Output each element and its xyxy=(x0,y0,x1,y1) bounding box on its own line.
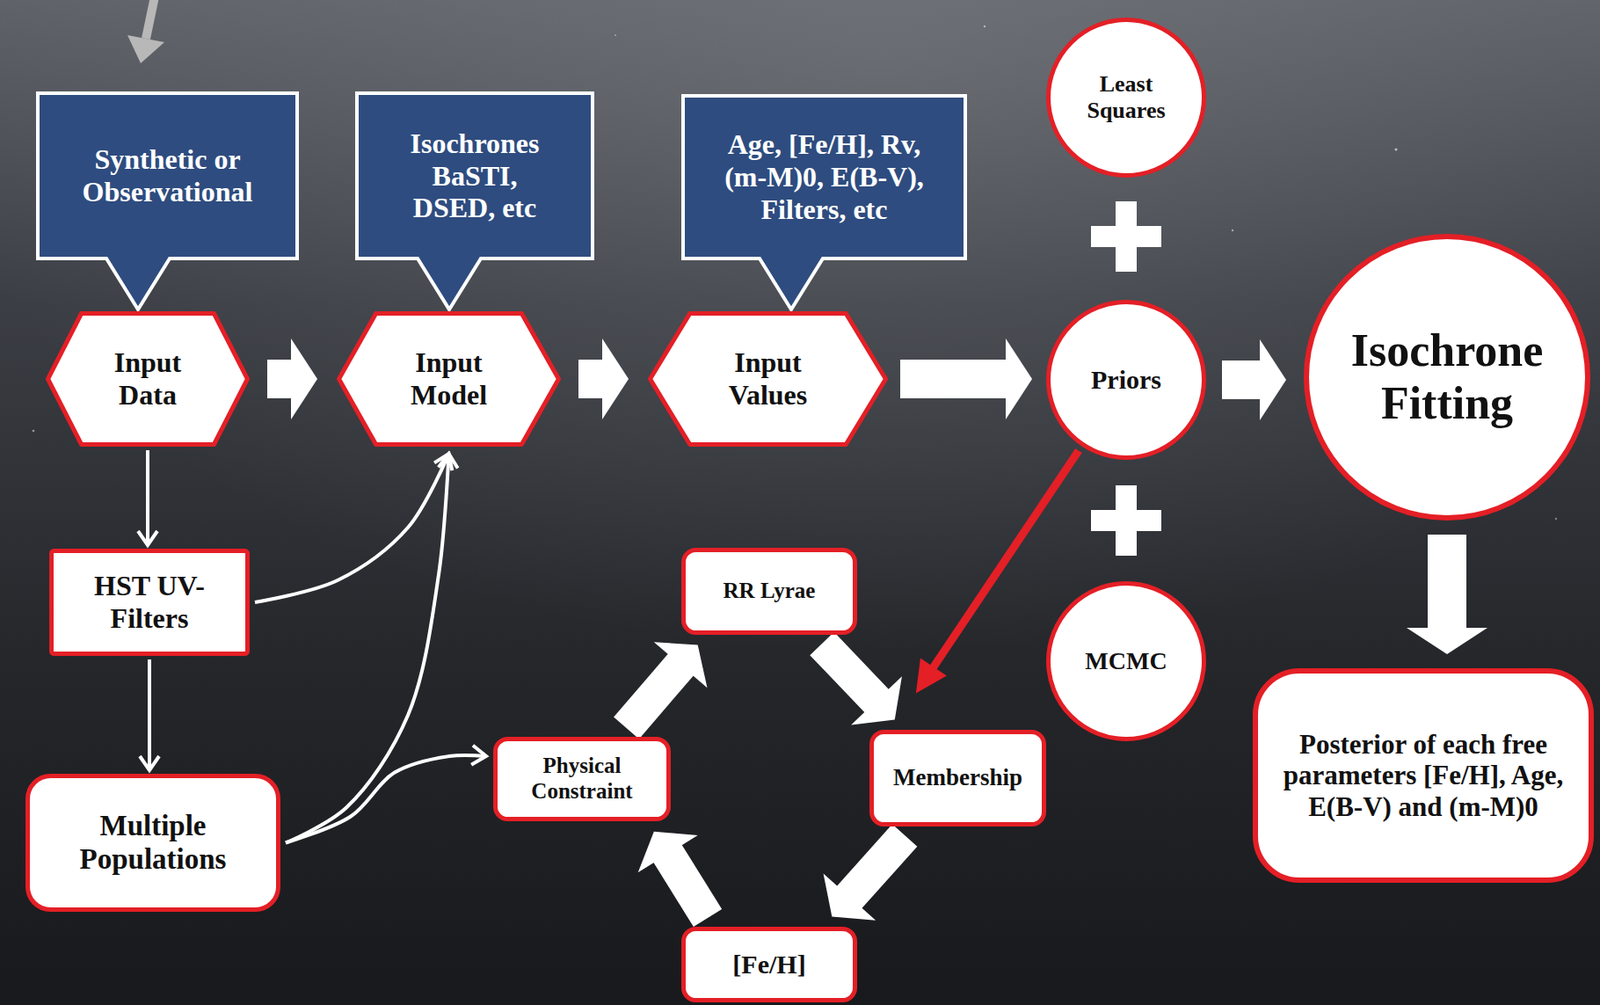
text-group: Least Squares xyxy=(1069,71,1184,124)
star xyxy=(614,34,617,37)
node-label: Least Squares xyxy=(1069,71,1184,124)
text-group: HST UV-Filters xyxy=(68,569,232,635)
values-callout: Age, [Fe/H], Rv, (m-M)0, E(B-V), Filters… xyxy=(681,94,968,261)
process-box: HST UV-Filters xyxy=(49,548,250,656)
method-circle: Least Squares xyxy=(1046,17,1207,178)
data-callout: Synthetic or Observational xyxy=(36,91,299,261)
block-arrow xyxy=(667,851,708,918)
method-circle: MCMC xyxy=(1046,581,1207,742)
hexagon-shape xyxy=(48,313,248,445)
block-arrow xyxy=(1427,534,1467,630)
block-arrow xyxy=(900,359,1008,399)
circle-shape xyxy=(1048,302,1205,459)
node-label: MCMC xyxy=(1084,647,1167,676)
plus-sign xyxy=(1115,485,1137,556)
circle-shape xyxy=(1048,583,1205,740)
node-label: HST UV-Filters xyxy=(68,569,232,635)
process-box: [Fe/H] xyxy=(681,926,858,1003)
priors-circle: Priors xyxy=(1046,299,1207,460)
callout-shape xyxy=(37,93,298,310)
model-callout: Isochrones BaSTI, DSED, etc xyxy=(355,91,595,261)
node-label: Age, [Fe/H], Rv, (m-M)0, E(B-V), Filters… xyxy=(709,128,940,226)
node-label: Multiple Populations xyxy=(56,809,250,877)
node-label: [Fe/H] xyxy=(732,949,806,981)
text-group: Isochrone Fitting xyxy=(1332,324,1562,430)
plus-signs xyxy=(1090,201,1162,556)
input-hexagon: Input Model xyxy=(336,311,561,447)
text-group: Priors xyxy=(1090,364,1162,396)
block-arrow xyxy=(1221,360,1262,400)
incoming-arrowhead xyxy=(127,35,165,64)
block-arrow xyxy=(848,835,905,899)
arrow-line xyxy=(285,453,450,844)
node-label: Physical Constraint xyxy=(507,753,657,805)
process-box: Multiple Populations xyxy=(25,773,281,912)
block-arrow xyxy=(821,643,878,702)
text-group: Posterior of each free parameters [Fe/H]… xyxy=(1282,728,1564,823)
box-shape xyxy=(683,929,856,1001)
box-shape xyxy=(28,776,279,910)
box-shape xyxy=(872,732,1045,825)
node-label: Input Values xyxy=(712,346,823,412)
input-hexagon: Input Values xyxy=(647,311,888,447)
text-group: Age, [Fe/H], Rv, (m-M)0, E(B-V), Filters… xyxy=(709,128,940,226)
text-group: Synthetic or Observational xyxy=(53,143,283,209)
node-label: Priors xyxy=(1090,364,1162,396)
node-label: Synthetic or Observational xyxy=(53,143,283,209)
node-label: Posterior of each free parameters [Fe/H]… xyxy=(1282,728,1564,823)
callout-shape xyxy=(683,95,966,310)
text-group: MCMC xyxy=(1084,647,1167,676)
text-group: Input Data xyxy=(93,346,204,412)
arrow-line xyxy=(285,755,487,843)
text-group: Physical Constraint xyxy=(507,753,657,805)
block-arrow xyxy=(267,359,293,399)
text-group: [Fe/H] xyxy=(732,949,806,981)
box-shape xyxy=(1255,670,1592,880)
text-group: Membership xyxy=(893,763,1023,792)
star xyxy=(983,25,986,28)
plus-sign xyxy=(1115,201,1137,272)
process-box: RR Lyrae xyxy=(681,547,858,635)
box-shape xyxy=(683,550,856,633)
arrow-line xyxy=(145,450,150,546)
block-arrow xyxy=(626,663,683,728)
circle-shape xyxy=(1048,20,1205,176)
input-hexagon: Input Data xyxy=(45,311,250,447)
hexagon-shape xyxy=(650,313,887,445)
fitting-circle-outline xyxy=(1303,233,1591,521)
node-label: RR Lyrae xyxy=(723,578,816,604)
node-label: Input Model xyxy=(393,346,504,412)
circle-shape xyxy=(1306,236,1588,518)
node-label: Isochrones BaSTI, DSED, etc xyxy=(391,127,559,225)
node-label: Membership xyxy=(893,763,1023,792)
text-group: Input Values xyxy=(712,346,823,412)
arrow-line xyxy=(254,453,450,603)
text-group: Input Model xyxy=(393,346,504,412)
callout-shape xyxy=(356,93,593,310)
text-group: Isochrones BaSTI, DSED, etc xyxy=(391,127,559,225)
hexagon-shape xyxy=(339,313,560,445)
box-shape xyxy=(51,551,248,655)
process-box: Physical Constraint xyxy=(493,736,671,822)
block-arrow xyxy=(578,359,604,399)
text-group: RR Lyrae xyxy=(723,578,816,604)
fitting-circle: Isochrone Fitting xyxy=(1303,233,1591,521)
star xyxy=(1231,229,1234,232)
text-group: Multiple Populations xyxy=(56,809,250,877)
box-shape xyxy=(495,739,670,820)
star xyxy=(32,429,36,433)
star xyxy=(1555,517,1557,520)
incoming-arrow xyxy=(145,0,155,39)
arrow-line xyxy=(147,659,152,771)
node-label: Isochrone Fitting xyxy=(1332,324,1562,430)
star xyxy=(1395,148,1398,152)
process-box: Membership xyxy=(869,729,1047,827)
node-label: Input Data xyxy=(93,346,204,412)
result-box: Posterior of each free parameters [Fe/H]… xyxy=(1252,668,1594,883)
